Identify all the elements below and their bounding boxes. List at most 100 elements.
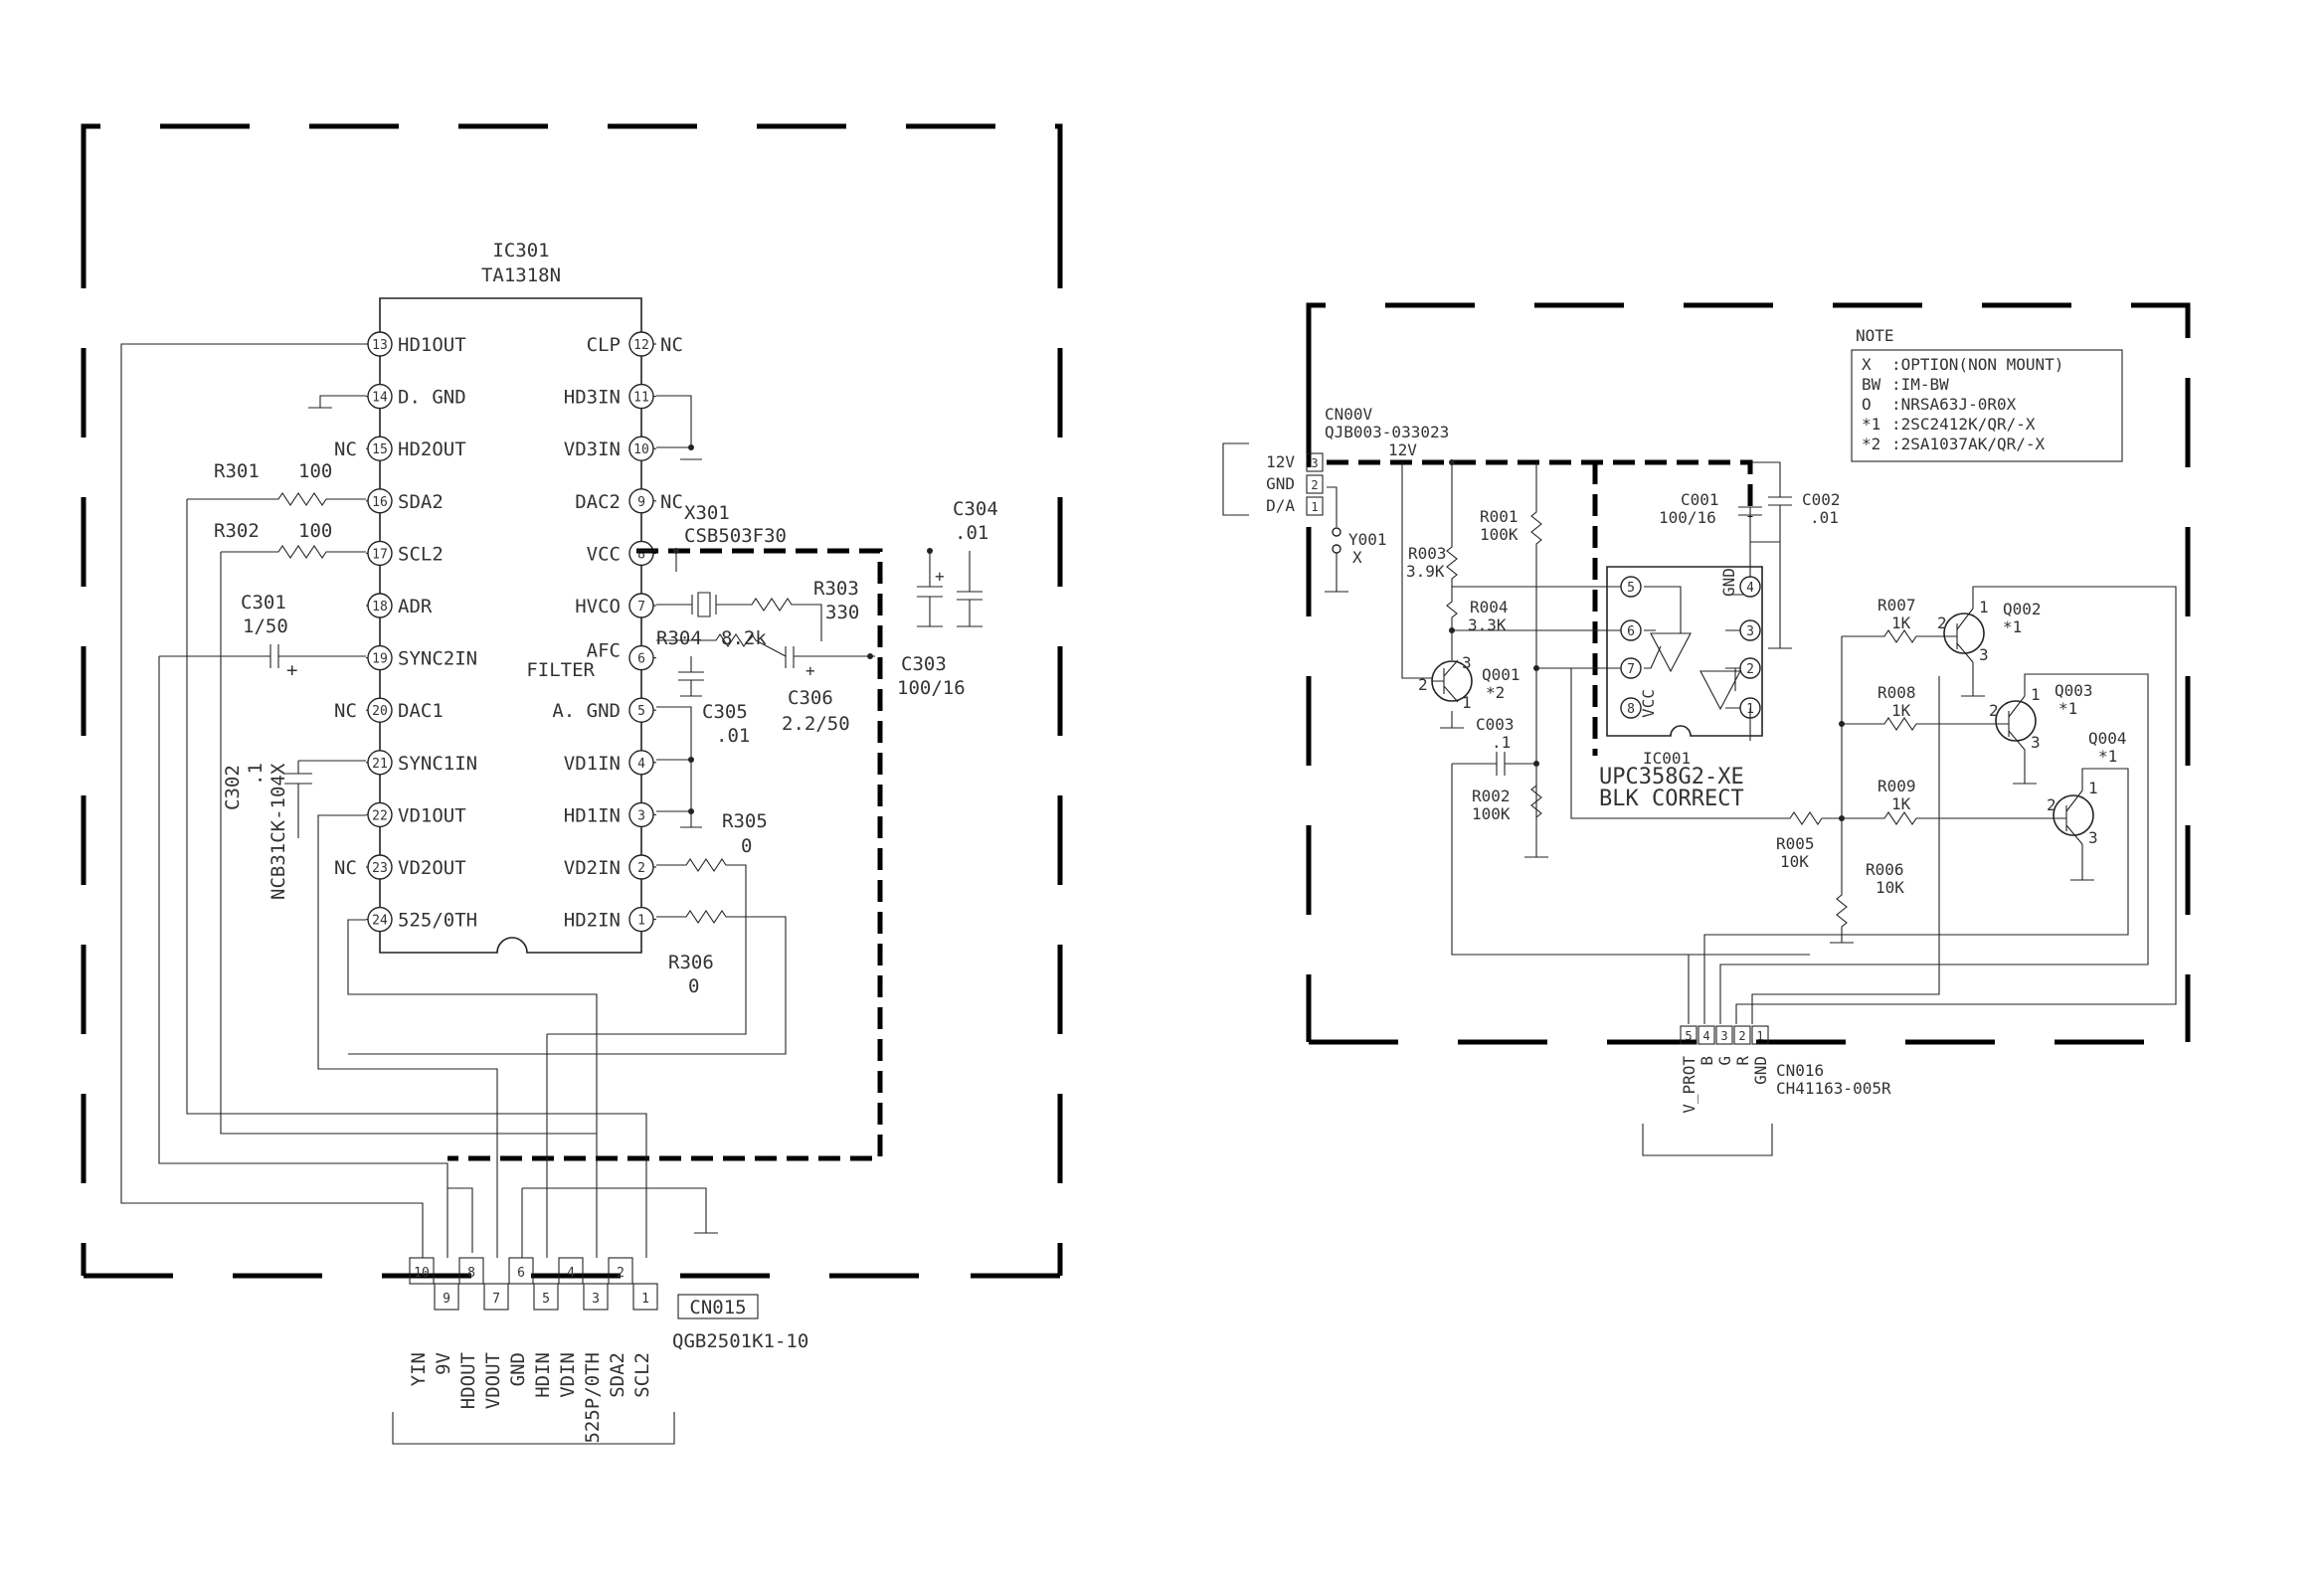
cn015-pin-1: 1 [632,1283,658,1311]
c304-ref: C304 [953,498,998,520]
svg-text:X: X [1862,355,1872,374]
q001-value: *2 [1486,683,1505,702]
svg-text:3: 3 [2031,733,2041,752]
r008-value: 1K [1891,701,1911,720]
x301-part: CSB503F30 [684,525,787,547]
ic001-body [1606,566,1763,737]
pin-name: CLP [587,334,621,356]
r001-ref: R001 [1480,507,1519,526]
pin-name: 525/0TH [398,910,477,932]
cn015-signal: HDIN [532,1352,554,1398]
pin-number: 12 [633,338,649,353]
cn015-pin-6: 6 [508,1257,534,1285]
svg-text:5: 5 [1685,1029,1692,1043]
ic001-gnd: GND [1719,568,1738,597]
svg-text:*2: *2 [1862,435,1880,453]
note-rows: X:OPTION(NON MOUNT)BW:IM-BWO:NRSA63J-0R0… [1862,355,2063,453]
pin-name: VD1IN [564,753,621,775]
svg-text:10: 10 [414,1266,430,1281]
cn016-bracket [1642,1124,1773,1156]
c303-ref: C303 [901,653,947,675]
pin-number: 2 [637,861,645,876]
cn015-signal: GND [507,1352,529,1386]
svg-text:5: 5 [542,1292,550,1307]
cn015-pin-2: 2 [608,1257,633,1285]
r007-ref: R007 [1877,596,1916,614]
svg-text:3: 3 [2088,828,2098,847]
r301-ref: R301 [214,460,260,482]
r302-ref: R302 [214,520,260,542]
ic001-part: UPC358G2-XE [1599,765,1744,790]
svg-text::2SA1037AK/QR/-X: :2SA1037AK/QR/-X [1891,435,2045,453]
q004-ref: Q004 [2088,729,2127,748]
pin-number: 5 [637,704,645,719]
r009-ref: R009 [1877,777,1916,795]
r302-resistor [221,545,366,559]
x301-ref: X301 [684,502,730,524]
r003-value: 3.9K [1406,562,1445,581]
c302-capacitor [284,760,366,838]
ic001-ref: IC001 [1643,749,1691,768]
r004-value: 3.3K [1468,615,1507,634]
ic301-ref: IC301 [492,240,549,262]
cn016-pin-5: 5 [1680,1025,1698,1045]
r001-value: 100K [1480,525,1519,544]
r304-value: 8.2k [721,627,767,649]
pin-number: 10 [633,442,649,457]
pin-name: VD2IN [564,857,621,879]
cn016-traces [1452,676,1940,1024]
r004-ref: R004 [1470,598,1509,616]
pin-name: HD1OUT [398,334,466,356]
svg-text:2: 2 [1738,1029,1745,1043]
c002-value: .01 [1810,508,1839,527]
pin-number: 17 [372,547,388,562]
svg-text:1: 1 [1979,598,1989,616]
svg-text:9: 9 [443,1292,450,1307]
pin-name: SYNC2IN [398,648,477,670]
svg-text:8: 8 [1627,702,1635,717]
cn015-signal: VDIN [557,1352,579,1398]
note-row: *2 :2SA1037AK/QR/-X [1862,435,2045,453]
svg-text:3: 3 [1720,1029,1727,1043]
cn015-ref: CN015 [689,1297,746,1318]
cn015-label-box [677,1294,759,1319]
pin-name: ADR [398,596,433,617]
svg-text:1: 1 [2031,685,2041,704]
cn016-signal: GND [1751,1056,1770,1085]
c302-ref: C302 [222,765,244,810]
cn016-signal: G [1715,1056,1734,1066]
pin-name: VD2OUT [398,857,466,879]
svg-text:12V: 12V [1266,452,1295,471]
pin-number: 9 [637,495,645,510]
r008-ref: R008 [1877,683,1916,702]
cn016-signal: R [1733,1056,1752,1066]
svg-text:4: 4 [1746,581,1754,596]
pin-name: HD2OUT [398,439,466,460]
c302-value: .1 [245,763,267,786]
y001-value: X [1352,548,1362,567]
note-row: O:NRSA63J-0R0X [1862,395,2017,414]
svg-text:6: 6 [1627,624,1635,639]
svg-text:2: 2 [1937,614,1947,632]
note-box [1851,349,2123,462]
c304-value: .01 [955,522,988,544]
cn016-pin-3: 3 [1715,1025,1733,1045]
cn015-pin-9: 9 [434,1283,459,1311]
r006-value: 10K [1876,878,1904,897]
pin-prefix: NC [334,857,357,879]
cn015-signal: SCL2 [631,1352,653,1398]
pin-name: HD1IN [564,804,621,826]
